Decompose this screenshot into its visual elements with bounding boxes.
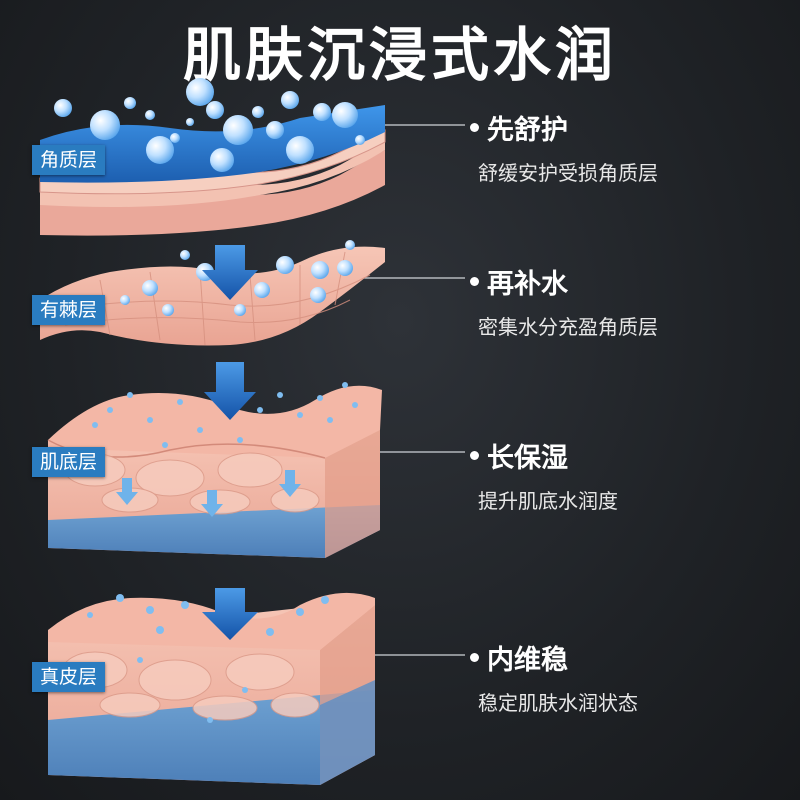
callout-description: 舒缓安护受损角质层 [478, 161, 658, 185]
callout-description: 提升肌底水润度 [478, 489, 618, 513]
layer-label-basal: 肌底层 [32, 447, 106, 477]
down-arrow-1 [202, 245, 258, 300]
callout-description: 稳定肌肤水润状态 [478, 691, 638, 715]
callout-3: 长保湿 提升肌底水润度 [470, 436, 618, 514]
callout-1: 先舒护 舒缓安护受损角质层 [470, 108, 658, 186]
spinous-layer-graphic [40, 240, 385, 346]
stratum-corneum-graphic [39, 78, 386, 236]
callout-heading: 先舒护 [487, 115, 568, 146]
bullet-dot-icon [470, 653, 479, 662]
callout-description: 密集水分充盈角质层 [478, 315, 658, 339]
down-arrow-3 [202, 588, 258, 640]
down-arrow-2 [204, 362, 256, 420]
page-title: 肌肤沉浸式水润 [182, 21, 617, 89]
callout-2: 再补水 密集水分充盈角质层 [470, 262, 658, 340]
dermis-graphic [48, 592, 375, 785]
bullet-dot-icon [470, 277, 479, 286]
callout-heading: 再补水 [487, 269, 568, 300]
layer-label-stratum-corneum: 角质层 [32, 145, 106, 175]
bullet-dot-icon [470, 123, 479, 132]
layer-label-spinous: 有棘层 [32, 295, 106, 325]
callout-4: 内维稳 稳定肌肤水润状态 [470, 638, 638, 716]
connector-lines [350, 124, 465, 656]
basal-layer-graphic [47, 382, 382, 558]
bullet-dot-icon [470, 451, 479, 460]
callout-heading: 内维稳 [487, 645, 568, 676]
layer-label-dermis: 真皮层 [32, 662, 106, 692]
callout-heading: 长保湿 [487, 443, 568, 474]
